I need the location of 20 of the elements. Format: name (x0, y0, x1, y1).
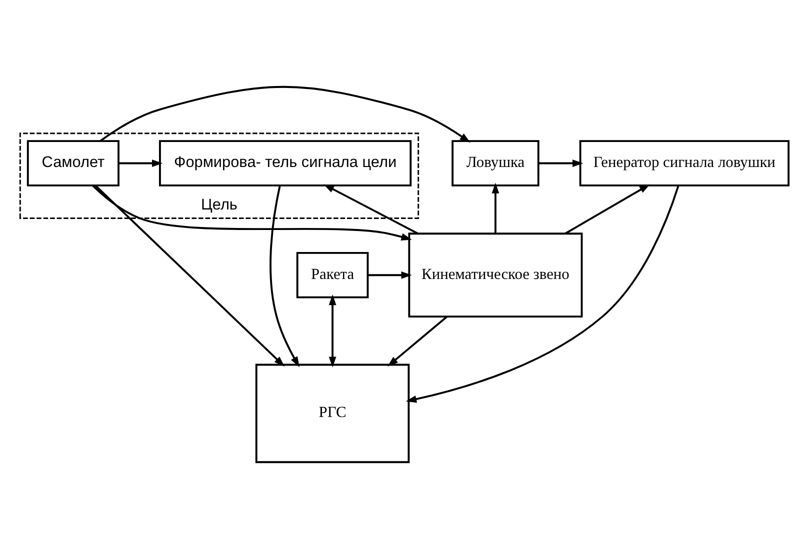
arrow (564, 184, 650, 234)
node-box: Генератор сигнала ловушки (579, 140, 790, 186)
node-box: Формирова- тель сигнала цели (159, 140, 412, 186)
arrow (118, 160, 163, 167)
arrow (100, 86, 470, 143)
arrow (270, 185, 300, 368)
arrow (538, 160, 584, 167)
arrow (95, 185, 285, 367)
node-box: Ракета (296, 252, 369, 298)
arrow (492, 182, 500, 234)
arrow (387, 316, 448, 366)
node-box: Кинематическое звено (408, 232, 583, 318)
arrow (406, 185, 680, 403)
arrow (323, 184, 418, 234)
node-box: РГС (255, 364, 410, 464)
node-box: Ловушка (452, 140, 540, 186)
arrow (368, 271, 412, 279)
arrow (328, 294, 336, 368)
node-box: Самолет (26, 140, 120, 186)
arrow (92, 184, 412, 240)
